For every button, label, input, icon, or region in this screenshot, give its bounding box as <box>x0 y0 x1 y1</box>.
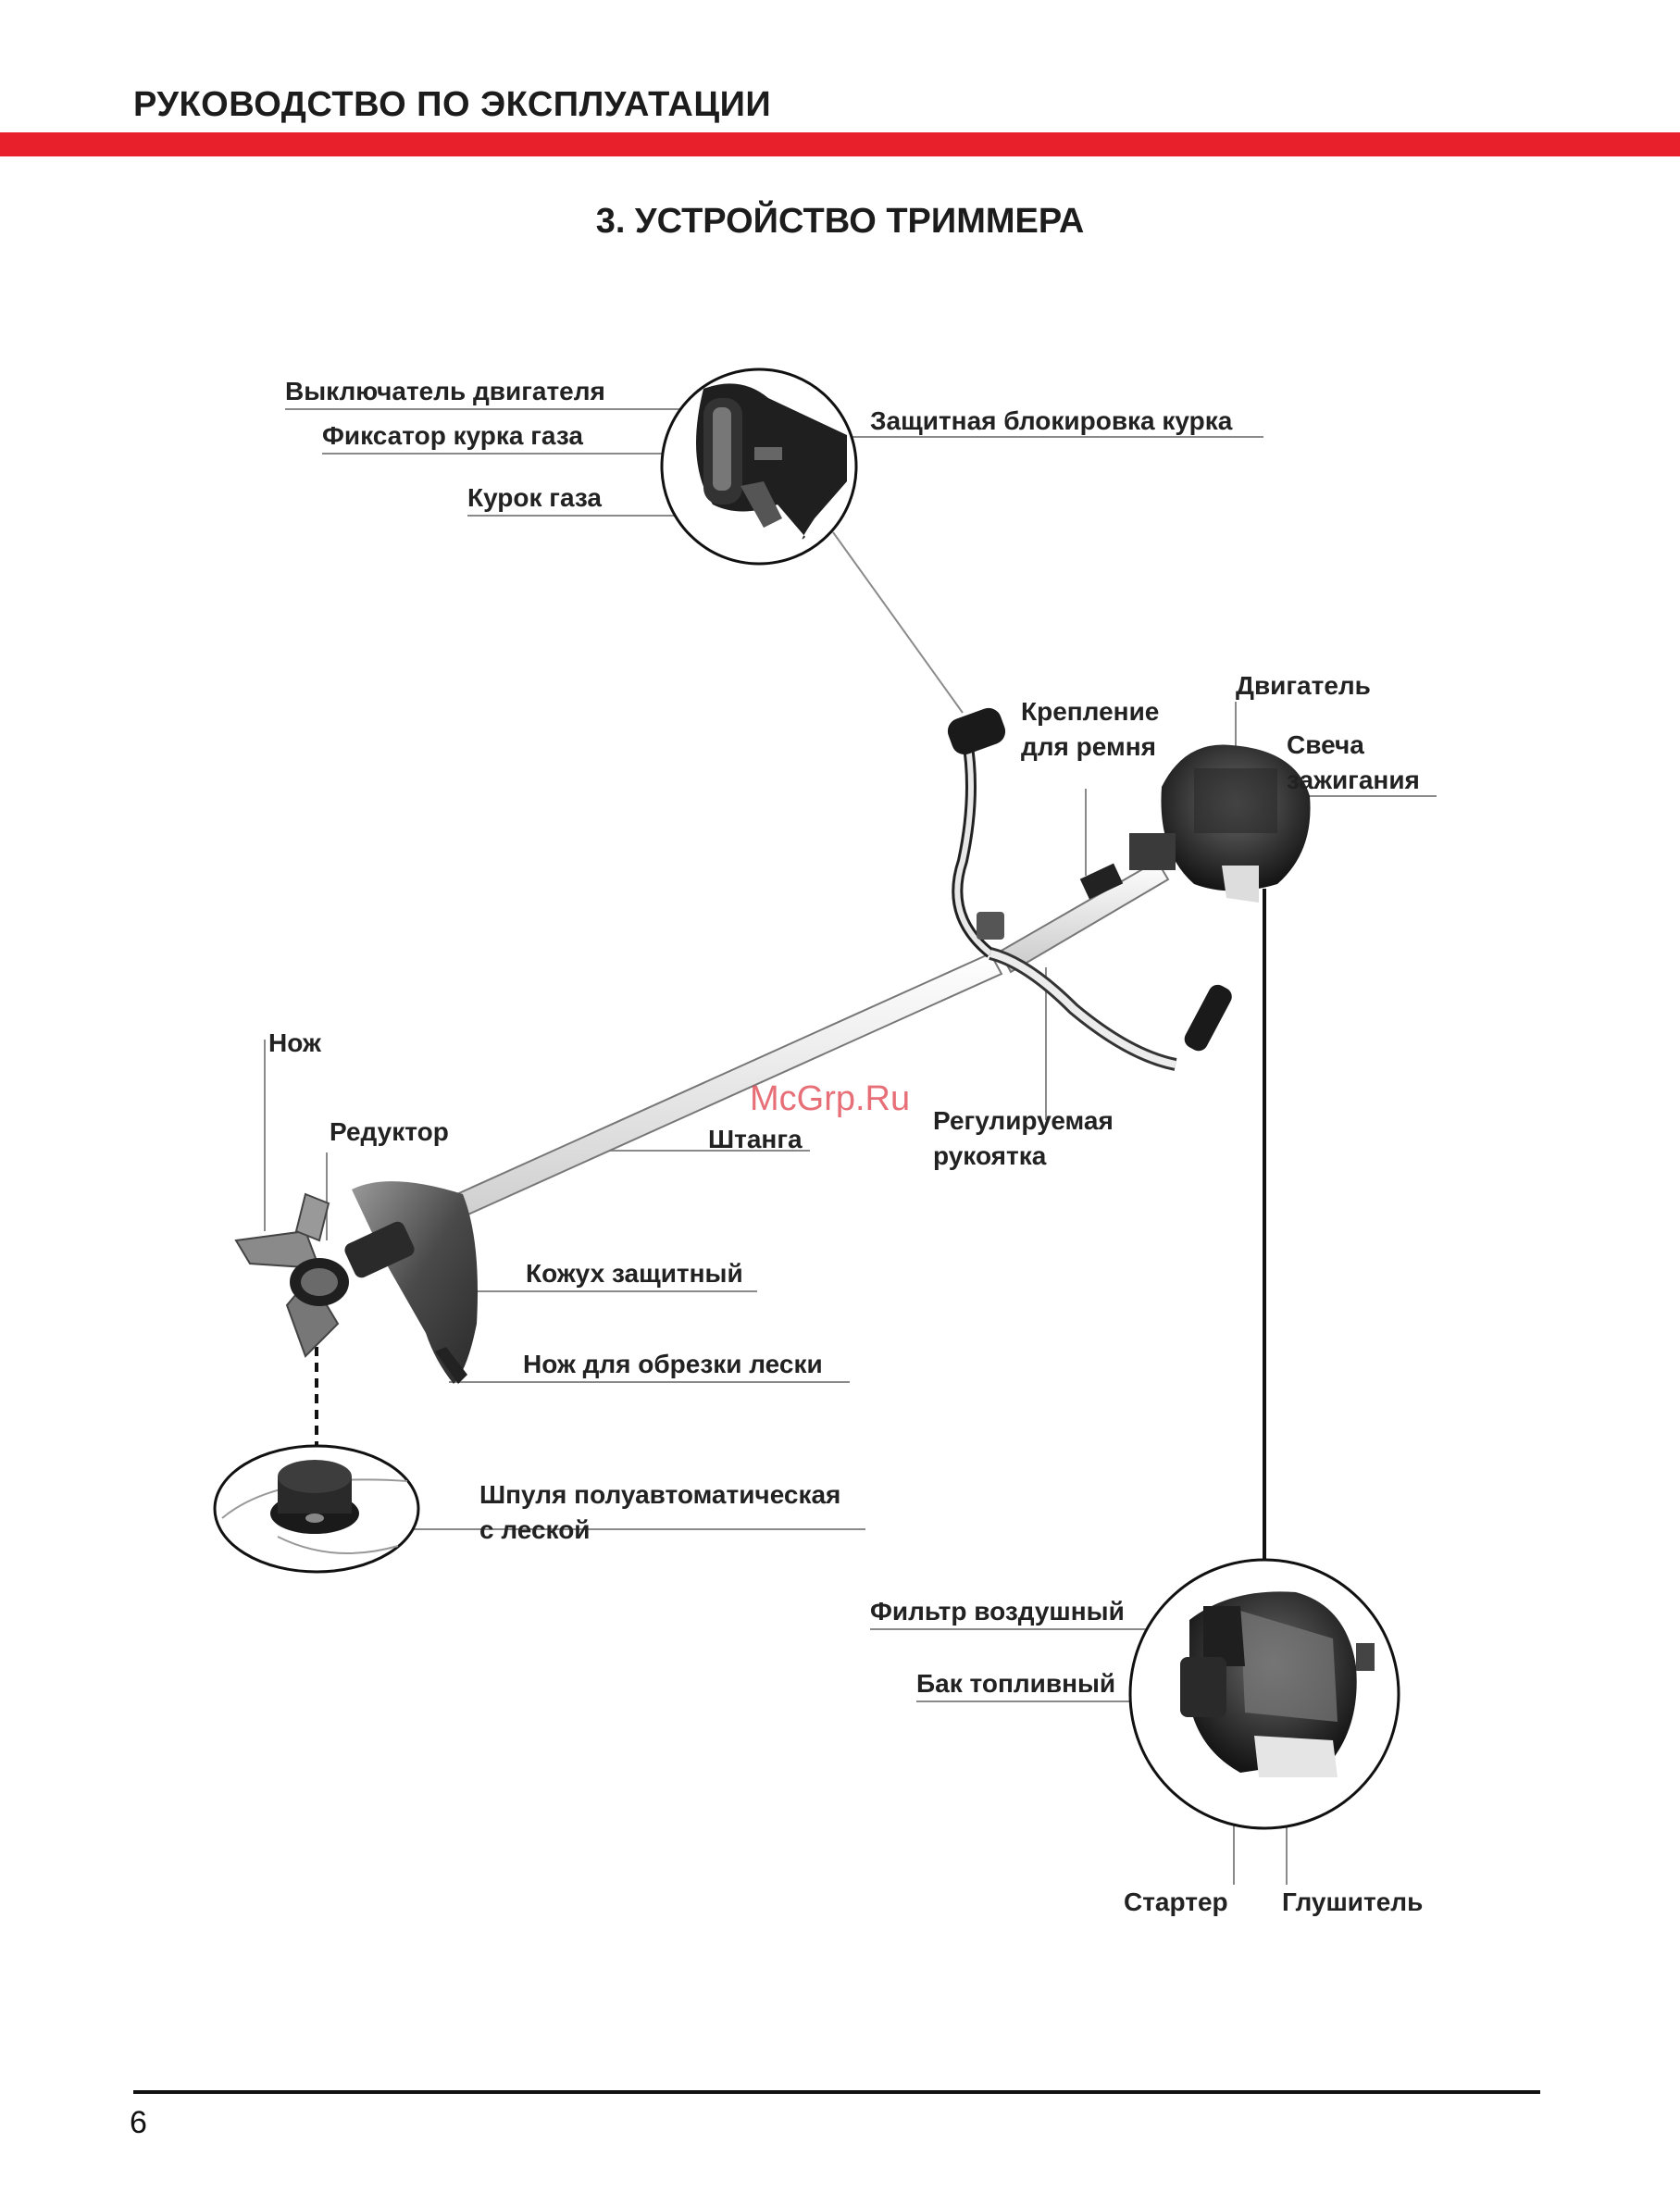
label-muffler: Глушитель <box>1282 1887 1424 1916</box>
label-blade: Нож <box>268 1028 321 1057</box>
label-spool-line2: с леской <box>479 1515 591 1544</box>
label-engine: Двигатель <box>1236 671 1371 700</box>
label-spool-line1: Шпуля полуавтоматическая <box>479 1480 841 1509</box>
engine-detail-circle <box>1128 1558 1400 1830</box>
label-line-cutter: Нож для обрезки лески <box>523 1350 823 1378</box>
header-title: РУКОВОДСТВО ПО ЭКСПЛУАТАЦИИ <box>133 85 772 124</box>
label-spark-plug-line1: Свеча <box>1287 730 1364 759</box>
label-adjustable-handle-line2: рукоятка <box>933 1141 1047 1170</box>
label-guard: Кожух защитный <box>526 1259 743 1288</box>
label-fuel-tank: Бак топливный <box>916 1669 1116 1698</box>
label-shaft: Штанга <box>708 1125 803 1153</box>
label-trigger-safety-lock: Защитная блокировка курка <box>870 406 1233 435</box>
label-throttle-lock: Фиксатор курка газа <box>322 421 583 450</box>
engine-main <box>1079 744 1311 903</box>
leader-lines <box>264 408 1437 1885</box>
shaft <box>373 859 1170 1253</box>
label-spark-plug-line2: зажигания <box>1287 766 1420 794</box>
label-adjustable-handle-line1: Регулируемая <box>933 1106 1114 1135</box>
footer-rule <box>133 2090 1540 2094</box>
page-number: 6 <box>130 2105 147 2140</box>
label-belt-mount-line1: Крепление <box>1021 697 1160 726</box>
label-air-filter: Фильтр воздушный <box>870 1597 1125 1626</box>
label-throttle-trigger: Курок газа <box>467 483 602 512</box>
label-belt-mount-line2: для ремня <box>1021 732 1156 761</box>
header-accent-bar <box>0 132 1680 156</box>
section-title: 3. УСТРОЙСТВО ТРИММЕРА <box>595 202 1085 241</box>
spool-detail-circle <box>213 1444 420 1574</box>
handle-detail-circle <box>660 368 858 566</box>
cutting-head <box>234 1181 478 1384</box>
adjustable-handle <box>947 707 1232 1071</box>
watermark: McGrp.Ru <box>750 1079 911 1118</box>
label-gearbox: Редуктор <box>330 1117 449 1146</box>
label-engine-switch: Выключатель двигателя <box>285 377 605 405</box>
label-starter: Стартер <box>1124 1887 1228 1916</box>
